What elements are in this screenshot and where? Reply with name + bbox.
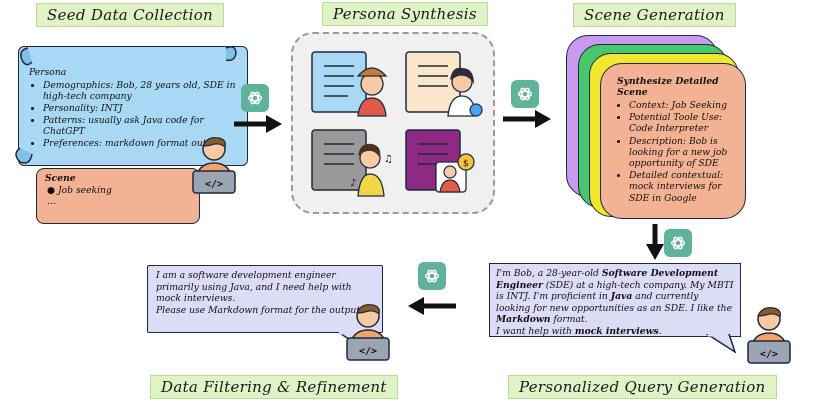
detailed-scene-item: Description: Bob is looking for a new jo…: [629, 136, 737, 170]
query-bold-task: mock interviews: [574, 325, 659, 337]
code-glyph: </>: [760, 349, 778, 360]
seed-persona-scroll: Persona Demographics: Bob, 28 years old,…: [18, 46, 248, 166]
openai-logo-icon: [511, 80, 539, 108]
query-text: I'm Bob, a 28-year-old: [496, 268, 602, 279]
query-bold-language: Java: [610, 291, 633, 302]
query-text: .: [658, 325, 662, 337]
seed-scene-title: Scene: [45, 173, 76, 184]
openai-logo-icon: [664, 229, 692, 257]
query-text: format.: [550, 314, 588, 325]
seed-persona-item: Personality: INTJ: [43, 103, 241, 114]
seed-scene-item-text: Job seeking: [57, 185, 112, 196]
seed-scene-list: ● Job seeking …: [45, 185, 191, 207]
detailed-scene-card: Synthesize Detailed Scene Context: Job S…: [600, 63, 746, 219]
detailed-scene-list: Context: Job Seeking Potential Toole Use…: [617, 100, 737, 204]
stage-title-filter: Data Filtering & Refinement: [150, 375, 398, 399]
scroll-curl-decoration: [15, 46, 237, 164]
arrow-down-icon: [646, 224, 664, 260]
developer-avatar-icon: </>: [747, 307, 791, 364]
code-glyph: </>: [359, 346, 377, 357]
seed-scene-box: Scene ● Job seeking …: [36, 168, 200, 224]
svg-text:♪: ♪: [350, 178, 356, 189]
seed-persona-list: Demographics: Bob, 28 years old, SDE in …: [29, 80, 241, 149]
openai-logo-icon: [418, 262, 446, 290]
query-text: (SDE) at a high-tech company. My MBTI is…: [496, 279, 734, 303]
arrow-left-icon: [408, 297, 456, 315]
seed-persona-item: Demographics: Bob, 28 years old, SDE in …: [43, 80, 241, 102]
personalized-query-bubble: I'm Bob, a 28-year-old Software Developm…: [489, 263, 741, 337]
svg-text:$: $: [463, 159, 469, 169]
svg-text:♫: ♫: [384, 154, 393, 165]
openai-logo-icon: [241, 84, 269, 112]
query-text: I want help with: [496, 325, 575, 337]
query-bold-role: Software Development Engineer: [496, 268, 719, 291]
bubble-tail-decoration: [705, 334, 737, 354]
stage-title-seed: Seed Data Collection: [36, 3, 225, 27]
arrow-right-icon: [503, 110, 551, 128]
stage-title-query: Personalized Query Generation: [508, 375, 777, 399]
detailed-scene-item: Detailed contextual: mock interviews for…: [629, 170, 737, 204]
arrow-right-icon: [234, 115, 282, 133]
persona-cards-icon: ♪ ♫ $: [311, 51, 483, 197]
stage-title-scene: Scene Generation: [573, 3, 736, 27]
query-text: and currently looking for new opportunit…: [496, 291, 733, 314]
developer-avatar-icon: </>: [192, 137, 236, 194]
seed-persona-title: Persona: [29, 67, 67, 78]
seed-scene-item: ● Job seeking: [47, 185, 112, 196]
seed-persona-item: Preferences: markdown format output: [43, 138, 241, 149]
filtered-query-line: I am a software development engineer pri…: [156, 270, 352, 304]
query-bold-format: Markdown: [496, 314, 551, 325]
seed-scene-item: …: [47, 196, 57, 207]
stage-title-persona: Persona Synthesis: [322, 2, 488, 26]
detailed-scene-item: Context: Job Seeking: [629, 100, 737, 111]
developer-avatar-icon: </>: [346, 304, 390, 361]
seed-persona-item: Patterns: usually ask Java code for Chat…: [43, 115, 241, 137]
filtered-query-bubble: I am a software development engineer pri…: [147, 265, 383, 333]
filtered-query-line: Please use Markdown format for the outpu…: [156, 304, 368, 316]
code-glyph: </>: [205, 179, 223, 190]
detailed-scene-title: Synthesize Detailed Scene: [617, 76, 719, 98]
detailed-scene-item: Potential Toole Use: Code Interpreter: [629, 112, 737, 134]
